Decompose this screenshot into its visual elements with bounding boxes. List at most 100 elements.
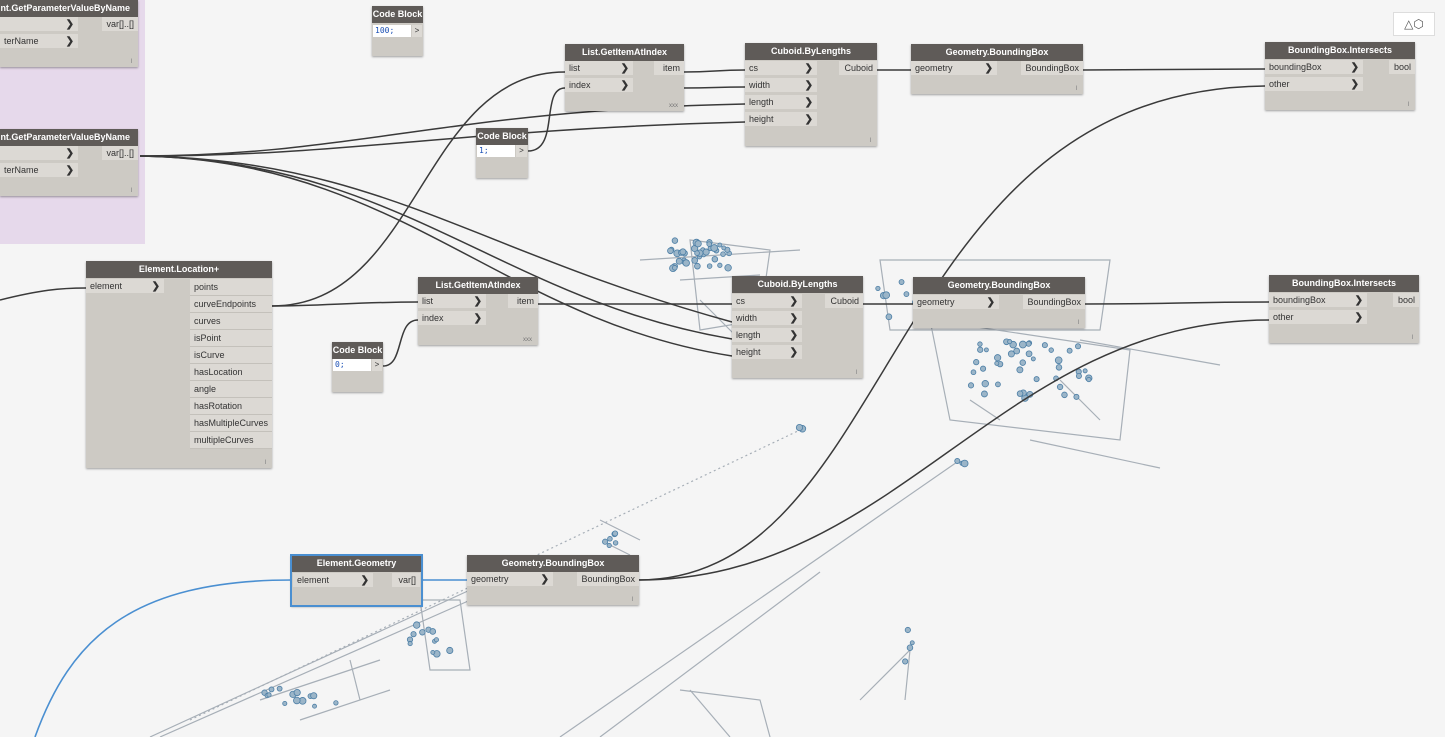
input-port[interactable]: terName❯ [0,34,78,49]
list-get-item-node-2[interactable]: List.GetItemAtIndex list❯ index❯ item xx… [418,277,538,345]
geometry-vertex [882,291,891,299]
code-block-node-1[interactable]: Code Block 100; > [372,6,423,56]
output-port[interactable]: curves [190,313,272,330]
node-title: List.GetItemAtIndex [565,44,684,61]
input-port[interactable]: width❯ [732,311,802,326]
output-port[interactable]: var[]..[] [102,17,138,32]
geometry-vertex [310,692,318,700]
output-port[interactable]: Cuboid [839,61,877,76]
input-port[interactable]: list❯ [565,61,633,76]
node-title: List.GetItemAtIndex [418,277,538,294]
get-parameter-node-1[interactable]: nt.GetParameterValueByName ❯ terName❯ va… [0,0,138,67]
list-get-item-node-1[interactable]: List.GetItemAtIndex list❯ index❯ item xx… [565,44,684,111]
geometry-vertex [906,644,914,651]
code-input[interactable]: 100; [373,25,411,37]
element-geometry-node[interactable]: Element.Geometry element❯ var[] [290,554,423,607]
geometry-vertex [1055,364,1063,371]
geometry-vertex [720,251,726,257]
output-port[interactable]: var[] [392,573,420,588]
input-port[interactable]: index❯ [418,311,486,326]
input-port[interactable]: list❯ [418,294,486,309]
geometry-vertex [1007,350,1015,358]
output-port[interactable]: BoundingBox [1021,61,1083,76]
output-port[interactable]: hasLocation [190,364,272,381]
geometry-vertex [333,700,339,706]
output-port[interactable]: hasMultipleCurves [190,415,272,432]
geometry-vertex [612,530,619,537]
output-port[interactable]: bool [1393,293,1419,308]
node-title: BoundingBox.Intersects [1265,42,1415,59]
input-port[interactable]: cs❯ [745,61,817,76]
input-port[interactable]: height❯ [745,112,817,127]
geometry-vertex [675,257,683,265]
geometry-vertex [282,700,288,706]
input-port[interactable]: width❯ [745,78,817,93]
element-location-node[interactable]: Element.Location+ element❯ points curveE… [86,261,272,468]
geometry-vertex [268,686,275,693]
input-port[interactable]: boundingBox❯ [1265,60,1363,75]
get-parameter-node-2[interactable]: nt.GetParameterValueByName ❯ terName❯ va… [0,129,138,196]
output-port[interactable]: curveEndpoints [190,296,272,313]
input-port[interactable]: other❯ [1269,310,1367,325]
input-port[interactable]: index❯ [565,78,633,93]
code-block-node-2[interactable]: Code Block 1; > [476,128,528,178]
output-port[interactable]: isPoint [190,330,272,347]
output-port[interactable]: Cuboid [825,294,863,309]
geometry-vertex [433,637,439,643]
code-input[interactable]: 0; [333,359,371,371]
geometry-bounding-box-node-1[interactable]: Geometry.BoundingBox geometry❯ BoundingB… [911,44,1083,94]
output-port[interactable]: item [508,294,538,309]
geometry-vertex [671,237,679,244]
output-port[interactable]: isCurve [190,347,272,364]
chevron-right-icon: ❯ [789,329,798,341]
output-port[interactable]: multipleCurves [190,432,272,449]
chevron-right-icon: ❯ [789,295,798,307]
geometry-bounding-box-node-2[interactable]: Geometry.BoundingBox geometry❯ BoundingB… [913,277,1085,328]
output-port[interactable]: bool [1389,60,1415,75]
input-port[interactable]: ❯ [0,146,78,161]
cuboid-node-1[interactable]: Cuboid.ByLengths cs❯ width❯ length❯ heig… [745,43,877,146]
input-port[interactable]: geometry❯ [911,61,997,76]
input-port[interactable]: terName❯ [0,163,78,178]
geometry-vertex [1066,347,1073,354]
input-port[interactable]: other❯ [1265,77,1363,92]
chevron-right-icon: ❯ [1354,311,1363,323]
output-port[interactable]: var[]..[] [102,146,138,161]
3d-view-toggle-button[interactable]: △⬡ [1393,12,1435,36]
geometry-vertex [1025,350,1033,358]
output-port[interactable]: angle [190,381,272,398]
output-port[interactable]: points [190,279,272,296]
input-port[interactable]: ❯ [0,17,78,32]
geometry-bounding-box-node-3[interactable]: Geometry.BoundingBox geometry❯ BoundingB… [467,555,639,605]
input-port[interactable]: boundingBox❯ [1269,293,1367,308]
chevron-right-icon: ❯ [1354,294,1363,306]
output-port[interactable]: > [412,25,422,37]
input-port[interactable]: element❯ [293,573,373,588]
code-input[interactable]: 1; [477,145,515,157]
output-port[interactable]: hasRotation [190,398,272,415]
geometry-vertex [903,291,910,297]
input-port[interactable]: cs❯ [732,294,802,309]
input-port[interactable]: geometry❯ [913,295,999,310]
code-block-node-3[interactable]: Code Block 0; > [332,342,383,392]
input-port[interactable]: element❯ [86,279,164,294]
geometry-vertex [667,247,674,255]
geometry-vertex [293,688,301,697]
lacing-indicator: l [869,138,871,144]
input-port[interactable]: length❯ [745,95,817,110]
cuboid-node-2[interactable]: Cuboid.ByLengths cs❯ width❯ length❯ heig… [732,276,863,378]
input-port[interactable]: length❯ [732,328,802,343]
output-port[interactable]: BoundingBox [1023,295,1085,310]
lacing-indicator: l [130,59,132,65]
output-port[interactable]: BoundingBox [577,572,639,587]
bounding-box-intersects-node-1[interactable]: BoundingBox.Intersects boundingBox❯ othe… [1265,42,1415,110]
input-port[interactable]: geometry❯ [467,572,553,587]
output-port[interactable]: > [372,359,382,371]
output-port[interactable]: item [654,61,684,76]
node-title: Geometry.BoundingBox [913,277,1085,294]
output-port[interactable]: > [516,145,527,157]
bounding-box-intersects-node-2[interactable]: BoundingBox.Intersects boundingBox❯ othe… [1269,275,1419,343]
input-port[interactable]: height❯ [732,345,802,360]
